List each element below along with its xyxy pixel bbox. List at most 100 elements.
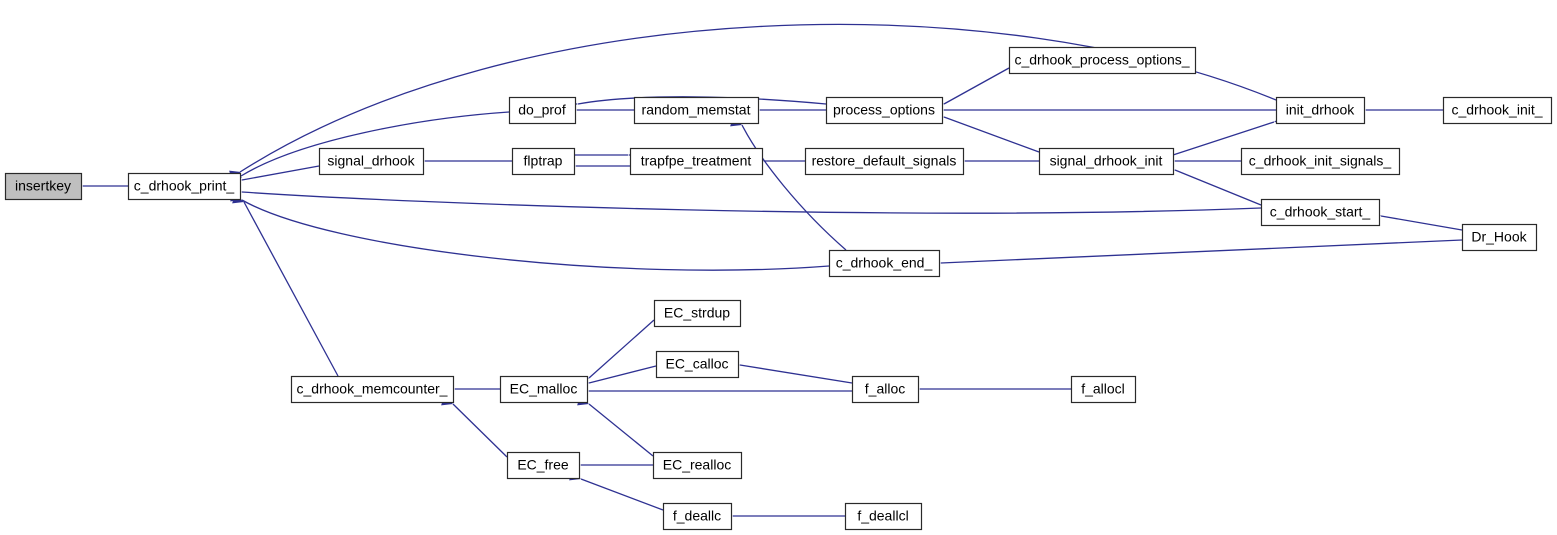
node-box[interactable] bbox=[804, 147, 965, 176]
node-box[interactable] bbox=[1461, 223, 1538, 252]
edge-layer bbox=[72, 23, 1463, 521]
node-box[interactable] bbox=[851, 375, 920, 404]
node-label: EC_malloc bbox=[510, 381, 578, 397]
node-do_prof[interactable]: do_prof bbox=[508, 96, 577, 125]
node-f_deallcl[interactable]: f_deallcl bbox=[844, 502, 923, 531]
node-flptrap[interactable]: flptrap bbox=[511, 147, 576, 176]
node-box[interactable] bbox=[127, 172, 242, 201]
node-box[interactable] bbox=[653, 299, 742, 328]
node-label: signal_drhook bbox=[327, 153, 415, 169]
node-box[interactable] bbox=[652, 451, 743, 480]
node-box[interactable] bbox=[511, 147, 576, 176]
node-label: signal_drhook_init bbox=[1050, 153, 1163, 169]
edge-signal_drhook_init-to-init_drhook bbox=[1172, 121, 1275, 156]
node-box[interactable] bbox=[662, 502, 733, 531]
node-trapfpe_treatment[interactable]: trapfpe_treatment bbox=[629, 147, 764, 176]
node-box[interactable] bbox=[629, 147, 764, 176]
node-f_deallc[interactable]: f_deallc bbox=[662, 502, 733, 531]
node-box[interactable] bbox=[1442, 96, 1553, 125]
edge-EC_realloc-to-EC_malloc bbox=[588, 403, 654, 457]
node-restore_default_signals[interactable]: restore_default_signals bbox=[804, 147, 965, 176]
node-box[interactable] bbox=[1038, 147, 1175, 176]
node-label: f_deallcl bbox=[857, 508, 908, 524]
node-box[interactable] bbox=[825, 96, 944, 125]
node-EC_free[interactable]: EC_free bbox=[506, 451, 581, 480]
node-box[interactable] bbox=[290, 375, 455, 404]
edge-c_drhook_memcounter_-to-c_drhook_print_ bbox=[243, 201, 339, 377]
node-label: do_prof bbox=[518, 102, 566, 118]
edge-signal_drhook_init-to-process_options bbox=[943, 116, 1040, 153]
node-box[interactable] bbox=[844, 502, 923, 531]
node-Dr_Hook[interactable]: Dr_Hook bbox=[1461, 223, 1538, 252]
edge-c_drhook_process_options_-to-process_options bbox=[943, 67, 1010, 105]
node-label: c_drhook_process_options_ bbox=[1014, 52, 1189, 68]
node-label: c_drhook_init_signals_ bbox=[1249, 153, 1392, 169]
node-label: Dr_Hook bbox=[1471, 229, 1527, 245]
node-box[interactable] bbox=[633, 96, 760, 125]
node-EC_malloc[interactable]: EC_malloc bbox=[499, 375, 589, 404]
node-label: c_drhook_init_ bbox=[1451, 102, 1542, 118]
node-box[interactable] bbox=[1008, 46, 1197, 75]
edge-EC_calloc-to-EC_malloc bbox=[588, 365, 657, 384]
node-label: EC_calloc bbox=[665, 356, 728, 372]
edge-c_drhook_end_-to-random_memstat bbox=[741, 124, 847, 251]
node-box[interactable] bbox=[1070, 375, 1137, 404]
edge-EC_strdup-to-EC_malloc bbox=[588, 319, 655, 379]
node-label: trapfpe_treatment bbox=[641, 153, 752, 169]
node-label: insertkey bbox=[15, 178, 71, 194]
node-box[interactable] bbox=[1260, 198, 1381, 227]
node-box[interactable] bbox=[318, 147, 425, 176]
node-layer: insertkey c_drhook_print_ do_prof random_me… bbox=[4, 46, 1553, 531]
node-label: EC_realloc bbox=[663, 457, 731, 473]
node-label: random_memstat bbox=[642, 102, 751, 118]
node-box[interactable] bbox=[4, 172, 83, 201]
node-label: f_alloc bbox=[865, 381, 905, 397]
node-label: c_drhook_end_ bbox=[836, 255, 933, 271]
node-c_drhook_start_[interactable]: c_drhook_start_ bbox=[1260, 198, 1381, 227]
node-signal_drhook[interactable]: signal_drhook bbox=[318, 147, 425, 176]
node-label: f_allocl bbox=[1081, 381, 1125, 397]
node-c_drhook_init_[interactable]: c_drhook_init_ bbox=[1442, 96, 1553, 125]
node-c_drhook_end_[interactable]: c_drhook_end_ bbox=[828, 249, 941, 278]
node-label: process_options bbox=[833, 102, 935, 118]
node-c_drhook_memcounter_[interactable]: c_drhook_memcounter_ bbox=[290, 375, 455, 404]
edge-Dr_Hook-to-c_drhook_end_ bbox=[940, 239, 1463, 264]
node-label: c_drhook_memcounter_ bbox=[297, 381, 448, 397]
node-init_drhook[interactable]: init_drhook bbox=[1275, 96, 1366, 125]
edge-Dr_Hook-to-c_drhook_start_ bbox=[1380, 215, 1463, 231]
edge-EC_free-to-c_drhook_memcounter_ bbox=[452, 403, 508, 458]
edge-signal_drhook-to-c_drhook_print_ bbox=[241, 165, 320, 181]
node-EC_calloc[interactable]: EC_calloc bbox=[655, 350, 740, 379]
node-c_drhook_process_options_[interactable]: c_drhook_process_options_ bbox=[1008, 46, 1197, 75]
node-insertkey[interactable]: insertkey bbox=[4, 172, 83, 201]
node-box[interactable] bbox=[1240, 147, 1401, 176]
edge-do_prof-to-c_drhook_print_ bbox=[240, 111, 510, 177]
node-box[interactable] bbox=[508, 96, 577, 125]
node-box[interactable] bbox=[506, 451, 581, 480]
node-label: c_drhook_print_ bbox=[134, 178, 235, 194]
node-box[interactable] bbox=[828, 249, 941, 278]
node-box[interactable] bbox=[655, 350, 740, 379]
node-label: init_drhook bbox=[1286, 102, 1355, 118]
node-EC_realloc[interactable]: EC_realloc bbox=[652, 451, 743, 480]
node-EC_strdup[interactable]: EC_strdup bbox=[653, 299, 742, 328]
edge-f_alloc-to-EC_calloc bbox=[739, 364, 853, 384]
node-f_alloc[interactable]: f_alloc bbox=[851, 375, 920, 404]
edge-c_drhook_end_-to-c_drhook_print_ bbox=[241, 199, 830, 271]
node-box[interactable] bbox=[1275, 96, 1366, 125]
node-process_options[interactable]: process_options bbox=[825, 96, 944, 125]
node-signal_drhook_init[interactable]: signal_drhook_init bbox=[1038, 147, 1175, 176]
node-box[interactable] bbox=[499, 375, 589, 404]
node-label: EC_free bbox=[517, 457, 569, 473]
node-label: f_deallc bbox=[673, 508, 721, 524]
node-random_memstat[interactable]: random_memstat bbox=[633, 96, 760, 125]
node-f_allocl[interactable]: f_allocl bbox=[1070, 375, 1137, 404]
node-label: EC_strdup bbox=[664, 305, 730, 321]
edge-c_drhook_start_-to-c_drhook_print_ bbox=[241, 191, 1262, 214]
edge-process_options-to-do_prof bbox=[577, 96, 827, 105]
edge-f_deallc-to-EC_free bbox=[580, 478, 664, 511]
node-label: c_drhook_start_ bbox=[1270, 204, 1371, 220]
node-c_drhook_print_[interactable]: c_drhook_print_ bbox=[127, 172, 242, 201]
node-c_drhook_init_signals_[interactable]: c_drhook_init_signals_ bbox=[1240, 147, 1401, 176]
